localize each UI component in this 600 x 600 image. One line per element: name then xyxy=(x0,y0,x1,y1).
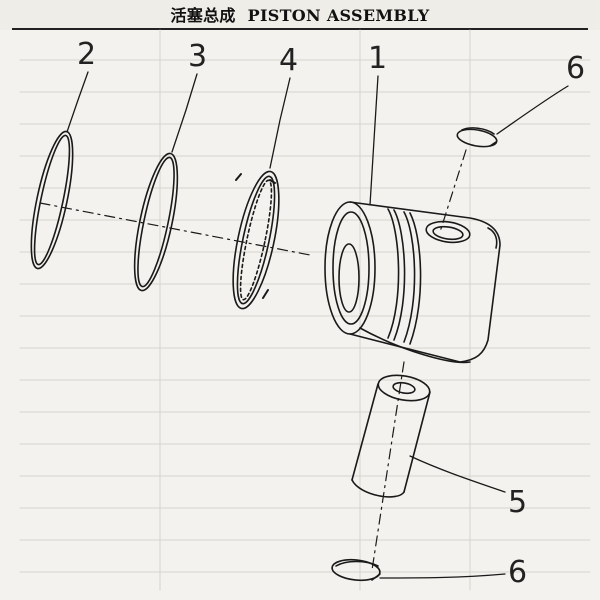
pin-axis-centerline xyxy=(371,149,467,571)
piston-pin xyxy=(351,374,431,498)
callout-ring-1: 2 xyxy=(77,37,97,72)
callout-piston-pin: 5 xyxy=(508,485,528,520)
callout-snap-ring-bottom: 6 xyxy=(508,555,528,590)
page-title: 活塞总成 PISTON ASSEMBLY xyxy=(0,2,600,26)
snap-ring-top xyxy=(456,127,498,148)
compression-ring-2 xyxy=(133,152,179,292)
leader-ring-2 xyxy=(171,73,198,153)
snap-ring-bottom xyxy=(331,558,381,582)
leader-snap-ring-top xyxy=(496,85,569,135)
leader-oil-ring xyxy=(269,77,291,169)
header-band xyxy=(0,0,600,30)
compression-ring-1 xyxy=(30,130,74,270)
callout-ring-2: 3 xyxy=(188,39,208,74)
callout-piston: 1 xyxy=(368,41,388,76)
leader-piston xyxy=(369,75,379,206)
background-ghost-lines xyxy=(19,29,591,591)
callout-oil-ring: 4 xyxy=(279,43,299,78)
leader-ring-1 xyxy=(66,71,89,133)
title-english: PISTON ASSEMBLY xyxy=(247,6,430,25)
callout-snap-ring-top: 6 xyxy=(566,51,586,86)
leader-piston-pin xyxy=(409,455,506,493)
oil-control-ring xyxy=(232,170,280,310)
leader-snap-ring-bottom xyxy=(379,573,506,579)
title-chinese: 活塞总成 xyxy=(170,6,236,25)
leader-lines xyxy=(66,71,569,579)
piston-body xyxy=(324,201,501,364)
ring-axis-centerline xyxy=(39,202,311,256)
header-rule xyxy=(12,28,588,30)
